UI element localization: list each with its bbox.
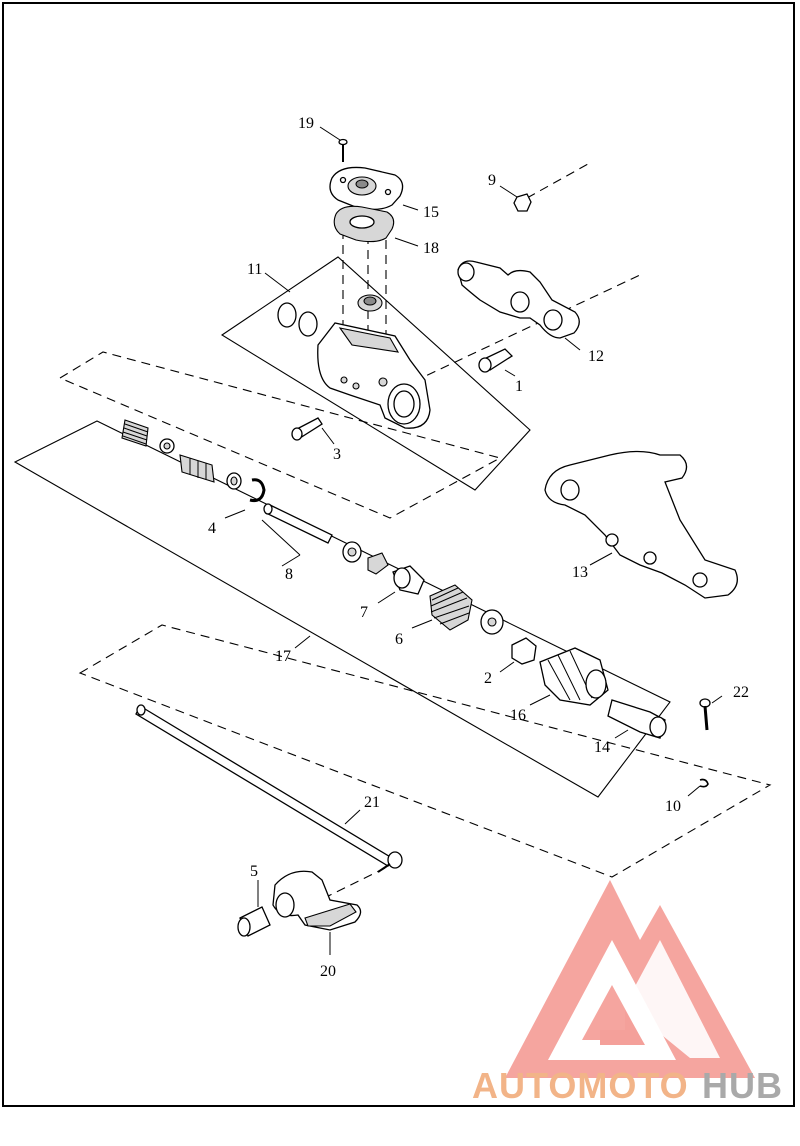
callout-1: 1 — [515, 378, 523, 395]
callout-17: 17 — [275, 648, 291, 665]
callout-7: 7 — [360, 604, 368, 621]
callout-20: 20 — [320, 963, 336, 980]
part-master-cylinder-body — [317, 322, 431, 429]
part-18-diaphragm — [333, 205, 395, 243]
part-12-bracket — [457, 260, 580, 339]
part-15-reservoir-cover — [329, 166, 404, 211]
callout-21: 21 — [364, 794, 380, 811]
part-spring-washer — [159, 438, 175, 454]
part-21-rod — [135, 704, 403, 873]
watermark-text-part2: HUB — [702, 1065, 783, 1106]
callout-6: 6 — [395, 631, 403, 648]
centerline-9 — [526, 163, 589, 199]
callout-3: 3 — [333, 446, 341, 463]
part-19-screw — [338, 138, 348, 162]
diagram-frame — [2, 2, 795, 1107]
part-4-retaining-ring — [249, 478, 266, 502]
part-o-rings — [277, 302, 318, 337]
part-9-nut — [513, 193, 532, 212]
part-20-lever — [272, 870, 362, 931]
callout-18: 18 — [423, 240, 439, 257]
callout-5: 5 — [250, 863, 258, 880]
part-washer-6 — [480, 609, 504, 635]
leader-lines — [224, 126, 723, 955]
callout-labels: 19 9 15 18 11 12 1 3 4 8 13 7 6 17 2 22 … — [208, 115, 749, 980]
part-piston-cup — [226, 472, 242, 490]
callout-19: 19 — [298, 115, 314, 132]
watermark-text-part1: AUTOMOTO — [472, 1065, 689, 1106]
callout-8: 8 — [285, 566, 293, 583]
part-piston-spring — [121, 419, 149, 447]
callout-4: 4 — [208, 520, 216, 537]
part-8-push-rod — [263, 503, 333, 544]
watermark-text: AUTOMOTO HUB — [472, 1065, 783, 1106]
part-washer-8 — [342, 541, 362, 563]
part-7-bushing — [392, 565, 425, 595]
callout-13: 13 — [572, 564, 588, 581]
group-box-11 — [220, 256, 531, 491]
part-10-clip — [699, 778, 709, 788]
part-13-mount-bracket — [544, 450, 738, 599]
part-16-boot — [539, 647, 609, 706]
callout-16: 16 — [510, 707, 526, 724]
callout-12: 12 — [588, 348, 604, 365]
part-2-nut — [511, 637, 537, 665]
part-5-bushing — [237, 906, 271, 937]
group-box-dashed-lower — [78, 624, 772, 878]
callout-2: 2 — [484, 670, 492, 687]
callout-22: 22 — [733, 684, 749, 701]
callout-11: 11 — [247, 261, 262, 278]
callout-10: 10 — [665, 798, 681, 815]
part-22-pin — [699, 698, 711, 731]
part-14-clevis — [607, 699, 667, 739]
callout-14: 14 — [594, 739, 610, 756]
part-piston — [179, 454, 215, 483]
part-nut-8 — [367, 552, 389, 575]
part-1-bolt — [478, 348, 514, 373]
watermark-logo — [505, 880, 755, 1078]
callout-15: 15 — [423, 204, 439, 221]
part-6-spring — [429, 584, 473, 631]
part-reservoir-seal — [357, 294, 383, 312]
callout-9: 9 — [488, 172, 496, 189]
group-box-17 — [13, 420, 671, 798]
part-3-bolt — [291, 417, 323, 441]
group-box-dashed-upper — [58, 351, 502, 519]
